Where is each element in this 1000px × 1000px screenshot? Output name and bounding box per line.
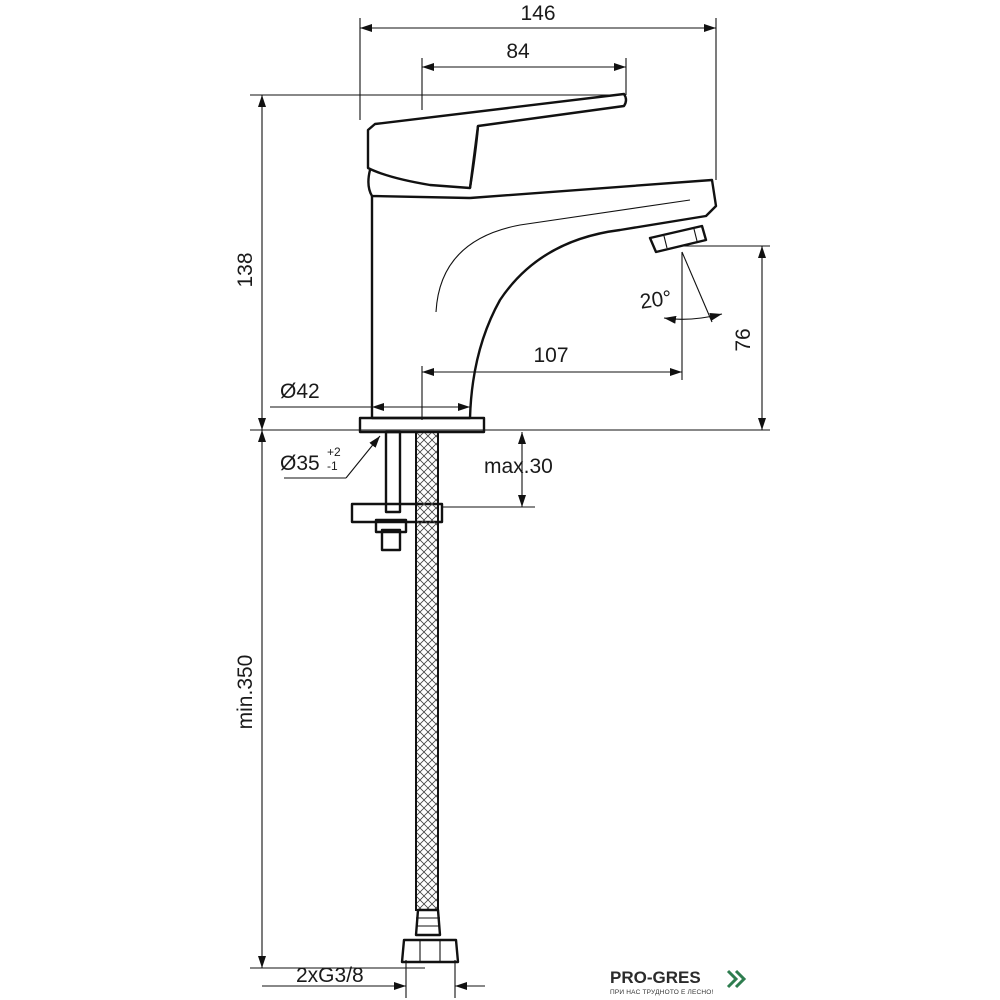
mounting-assembly [350,430,460,964]
dim-hole-tol-plus: +2 [327,445,341,459]
dim-aerator-angle: 20° [639,286,674,313]
brand-logo: PRO-GRES ПРИ НАС ТРУДНОТО Е ЛЕСНО! [610,968,747,996]
dim-spout-height: 76 [732,328,755,351]
dim-hole-diameter: Ø35 [280,452,320,475]
hose-fitting [414,908,442,937]
dimension-lines [258,24,766,990]
fixing-bracket [350,502,444,524]
faucet-body [358,92,718,434]
braided-hose [415,431,439,911]
dim-total-height: 138 [234,252,257,287]
brand-name: PRO-GRES [610,968,701,987]
dim-hose-length: min.350 [234,655,257,730]
dim-hole-tol-minus: -1 [327,459,338,473]
extension-lines [250,18,770,998]
double-chevron-icon [726,969,747,989]
dim-lever-length: 84 [506,40,530,63]
brand-tagline: ПРИ НАС ТРУДНОТО Е ЛЕСНО! [610,989,714,996]
spout-body [370,178,718,420]
dim-spout-reach: 107 [533,344,568,367]
aerator [648,224,708,254]
dim-max-deck: max.30 [484,455,553,478]
lever-handle [366,92,628,190]
dim-body-diameter: Ø42 [280,380,320,403]
dim-connection: 2xG3/8 [296,964,364,987]
dim-total-width: 146 [520,2,555,25]
dimension-labels: 146 84 138 Ø42 107 20° 76 Ø35 +2 -1 max.… [234,2,755,987]
